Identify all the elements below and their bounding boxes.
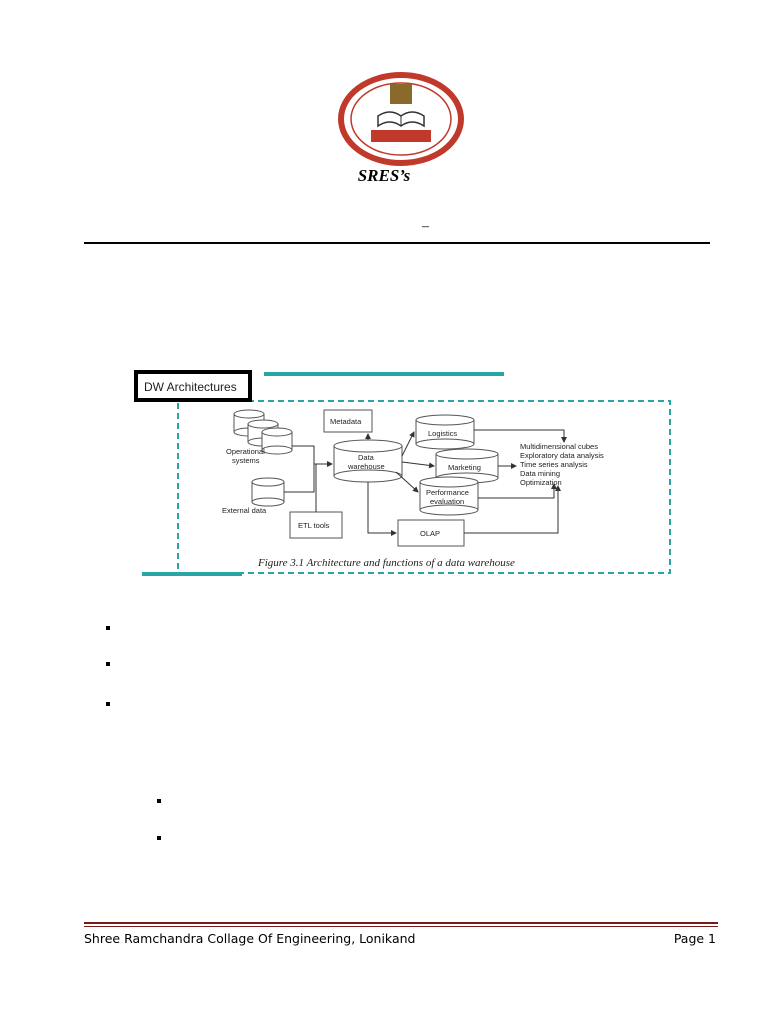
svg-text:Data mining: Data mining [520, 469, 560, 478]
college-logo [338, 72, 464, 166]
footer-college-name: Shree Ramchandra Collage Of Engineering,… [84, 931, 416, 946]
dashed-frame [177, 400, 671, 574]
svg-text:Multidimensional cubes: Multidimensional cubes [520, 442, 598, 451]
footer-rule [84, 922, 718, 924]
footer-page-number: Page 1 [673, 931, 716, 946]
sub-bullet-1 [157, 799, 161, 803]
bullet-2 [106, 662, 110, 666]
svg-text:ETL tools: ETL tools [298, 521, 330, 530]
page-title: SRES’s [357, 166, 411, 185]
architecture-diagram: DW Architectures [134, 368, 674, 580]
svg-text:Exploratory data analysis: Exploratory data analysis [520, 451, 604, 460]
svg-text:Logistics: Logistics [428, 429, 457, 438]
accent-bar-top [264, 372, 504, 376]
sub-bullet-2 [157, 836, 161, 840]
svg-text:Optimization: Optimization [520, 478, 562, 487]
diagram-label-box [134, 370, 252, 402]
svg-text:warehouse: warehouse [347, 462, 385, 471]
subtitle-dash: – [422, 219, 429, 234]
svg-text:Performance: Performance [426, 488, 469, 497]
bullet-1 [106, 626, 110, 630]
svg-text:Operational: Operational [226, 447, 265, 456]
figure-caption: Figure 3.1 Architecture and functions of… [257, 557, 515, 569]
svg-text:Data: Data [358, 453, 375, 462]
svg-text:Time series analysis: Time series analysis [520, 460, 588, 469]
diagram-label: DW Architectures [144, 380, 237, 394]
svg-text:Marketing: Marketing [448, 463, 481, 472]
bullet-3 [106, 702, 110, 706]
svg-text:systems: systems [232, 456, 260, 465]
svg-text:OLAP: OLAP [420, 529, 440, 538]
svg-text:Metadata: Metadata [330, 417, 362, 426]
svg-text:evaluation: evaluation [430, 497, 464, 506]
footer-rule-thin [84, 926, 718, 927]
svg-text:External data: External data [222, 506, 267, 515]
header-rule [84, 242, 710, 244]
